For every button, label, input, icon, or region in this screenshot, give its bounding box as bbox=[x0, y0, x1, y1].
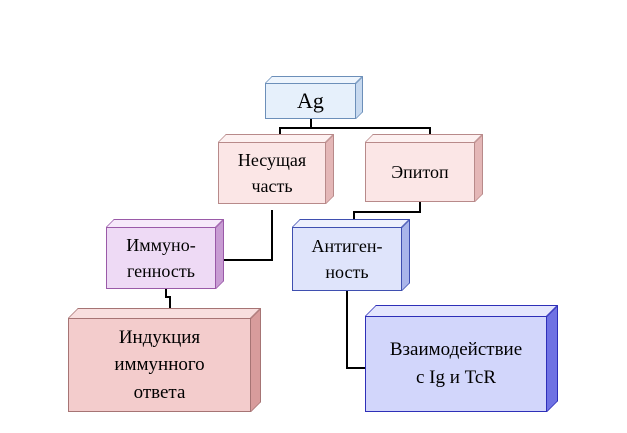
node-ag: Ag bbox=[265, 83, 356, 119]
node-carrier-part-label: Несущая часть bbox=[237, 149, 307, 196]
node-ig-tcr-interaction-label: Взаимодействие с Ig и TcR bbox=[389, 339, 523, 388]
edge-immunogenicity-induction bbox=[165, 289, 171, 308]
node-immunogenicity-label: Иммуно- генность bbox=[126, 234, 196, 281]
node-immune-response-induction-label: Индукция иммунного ответа bbox=[114, 326, 205, 403]
edge-ag-carrier bbox=[279, 119, 312, 136]
node-antigenicity: Антиген- ность bbox=[292, 227, 402, 291]
edge-epitope-antigenicity bbox=[353, 202, 421, 220]
edge-antigenicity-interaction bbox=[346, 291, 365, 369]
node-ig-tcr-interaction: Взаимодействие с Ig и TcR bbox=[365, 316, 547, 412]
node-antigenicity-label: Антиген- ность bbox=[311, 235, 383, 282]
node-immunogenicity: Иммуно- генность bbox=[106, 227, 216, 289]
node-carrier-part: Несущая часть bbox=[218, 142, 326, 204]
node-immune-response-induction: Индукция иммунного ответа bbox=[68, 318, 251, 412]
node-epitope-label: Эпитоп bbox=[391, 161, 449, 182]
node-epitope: Эпитоп bbox=[365, 142, 475, 202]
edge-carrier-immunogenicity bbox=[216, 210, 273, 261]
node-ag-label: Ag bbox=[297, 88, 324, 114]
